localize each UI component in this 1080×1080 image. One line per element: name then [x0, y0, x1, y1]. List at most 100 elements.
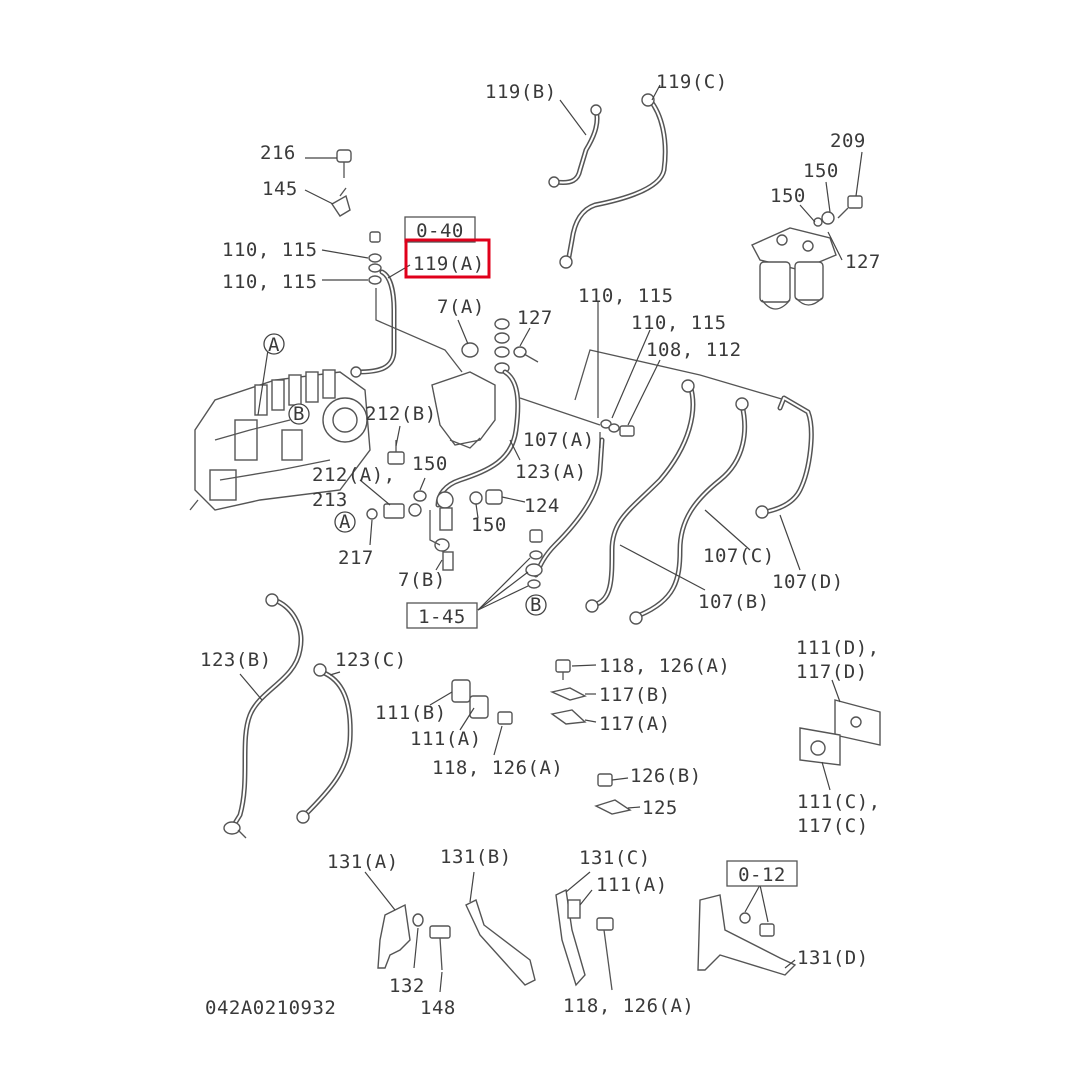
label-110-115-a: 110, 115: [222, 239, 318, 261]
clamp-111c-117c[interactable]: [799, 727, 841, 766]
clip-125[interactable]: [594, 799, 632, 815]
label-107b: 107(B): [698, 591, 770, 613]
ref-box-0-40[interactable]: 0-40: [404, 216, 476, 243]
leader-125: [627, 806, 641, 809]
bracket-131c[interactable]: [555, 888, 586, 987]
washer-132[interactable]: [412, 913, 424, 927]
label-150-left: 150: [770, 185, 806, 207]
bolt-108-112[interactable]: [600, 419, 635, 437]
highlight-box-119a: [404, 238, 491, 279]
bolt-148[interactable]: [429, 925, 451, 971]
label-107c: 107(C): [703, 545, 775, 567]
pipe-107a[interactable]: [533, 437, 605, 578]
pipe-107d[interactable]: [755, 395, 814, 519]
washer-150-low[interactable]: [469, 491, 483, 505]
ref-box-0-40-label: 0-40: [416, 220, 464, 242]
washer-150-mid[interactable]: [413, 490, 427, 502]
bolt-212b[interactable]: [387, 440, 405, 465]
pipe-123c[interactable]: [296, 663, 353, 824]
leader-119c: [651, 84, 661, 101]
label-150-low: 150: [471, 514, 507, 536]
label-217: 217: [338, 547, 374, 569]
cap-124[interactable]: [485, 489, 503, 505]
leader-123c: [329, 671, 341, 676]
leader-150-low: [475, 503, 479, 519]
bracket-131d[interactable]: [697, 894, 797, 976]
label-127-filter: 127: [845, 251, 881, 273]
leader-111a-mid: [459, 707, 475, 731]
bolt-118-126a-top[interactable]: [555, 659, 571, 680]
clamp-111d-117d[interactable]: [834, 699, 881, 746]
label-119c: 119(C): [656, 71, 728, 93]
label-131d: 131(D): [797, 947, 869, 969]
fitting-7a[interactable]: [461, 342, 479, 358]
label-125: 125: [642, 797, 678, 819]
leader-111c: [821, 761, 831, 791]
label-126b: 126(B): [630, 765, 702, 787]
pipe-123b[interactable]: [223, 593, 304, 839]
callout-circle-a-text: A: [268, 334, 280, 356]
bolt-118-126a-low[interactable]: [596, 917, 614, 991]
callout-circle-a2-text: A: [339, 511, 351, 533]
label-118-126a-mid: 118, 126(A): [432, 757, 563, 779]
leader-111b: [429, 691, 453, 706]
clip-145[interactable]: [331, 187, 351, 217]
washer-110-115-b[interactable]: [368, 263, 382, 285]
leader-217: [369, 519, 373, 546]
bolt-118-126a-mid[interactable]: [497, 711, 513, 725]
leader-119b: [559, 99, 587, 136]
label-110-115-c: 110, 115: [578, 285, 674, 307]
pipe-119b[interactable]: [548, 104, 602, 188]
ref-box-0-12-label: 0-12: [738, 864, 786, 886]
label-145: 145: [262, 178, 298, 200]
fuel-filter-assembly[interactable]: [751, 227, 837, 310]
washers-127-mid[interactable]: [494, 318, 539, 374]
label-107a: 107(A): [523, 429, 595, 451]
callout-circle-b-text: B: [293, 403, 305, 425]
bolt-216[interactable]: [336, 149, 352, 178]
bracket-131a[interactable]: [377, 903, 411, 969]
fitting-212a-213[interactable]: [366, 503, 422, 520]
label-119a: 119(A): [413, 253, 485, 275]
banjo-bolt-stack[interactable]: [525, 529, 543, 589]
pipe-119a[interactable]: [350, 269, 397, 378]
label-117c: 117(C): [797, 815, 869, 837]
leader-123b: [239, 673, 263, 701]
clip-117b[interactable]: [549, 687, 587, 701]
fuel-filter-bowl[interactable]: [431, 371, 496, 449]
label-111d: 111(D),: [796, 637, 880, 659]
label-124: 124: [524, 495, 560, 517]
clamp-111b[interactable]: [451, 679, 471, 703]
bolt-126b[interactable]: [597, 773, 613, 787]
washer-150-filter[interactable]: [813, 211, 835, 227]
leader-150-left: [799, 204, 816, 223]
pipe-123a[interactable]: [435, 369, 521, 508]
label-111a-mid: 111(A): [410, 728, 482, 750]
label-213: 213: [312, 489, 348, 511]
clip-117a[interactable]: [550, 709, 587, 725]
label-212b: 212(B): [365, 403, 437, 425]
leader-212a: [359, 479, 391, 506]
pipe-107c[interactable]: [629, 397, 749, 625]
ref-box-0-12[interactable]: 0-12: [726, 860, 798, 887]
pipe-107b[interactable]: [585, 379, 696, 613]
fitting-7b[interactable]: [434, 491, 454, 571]
leader-111a-low: [579, 889, 593, 906]
bolt-110-115-a[interactable]: [368, 231, 382, 263]
label-118-126a-top: 118, 126(A): [599, 655, 730, 677]
label-111a-low: 111(A): [596, 874, 668, 896]
clamp-111a-mid[interactable]: [469, 695, 489, 719]
leader-148: [439, 971, 443, 993]
leader-7a: [457, 319, 469, 345]
label-110-115-b: 110, 115: [222, 271, 318, 293]
leader-131b: [469, 871, 475, 903]
ref-box-1-45[interactable]: 1-45: [406, 602, 478, 629]
guide-7b: [429, 510, 441, 546]
pipe-guide-line: [574, 349, 786, 401]
bolt-209[interactable]: [837, 195, 863, 219]
bracket-131b[interactable]: [465, 899, 536, 986]
leader-110-115-d: [611, 329, 651, 419]
pipe-119c[interactable]: [559, 93, 668, 269]
